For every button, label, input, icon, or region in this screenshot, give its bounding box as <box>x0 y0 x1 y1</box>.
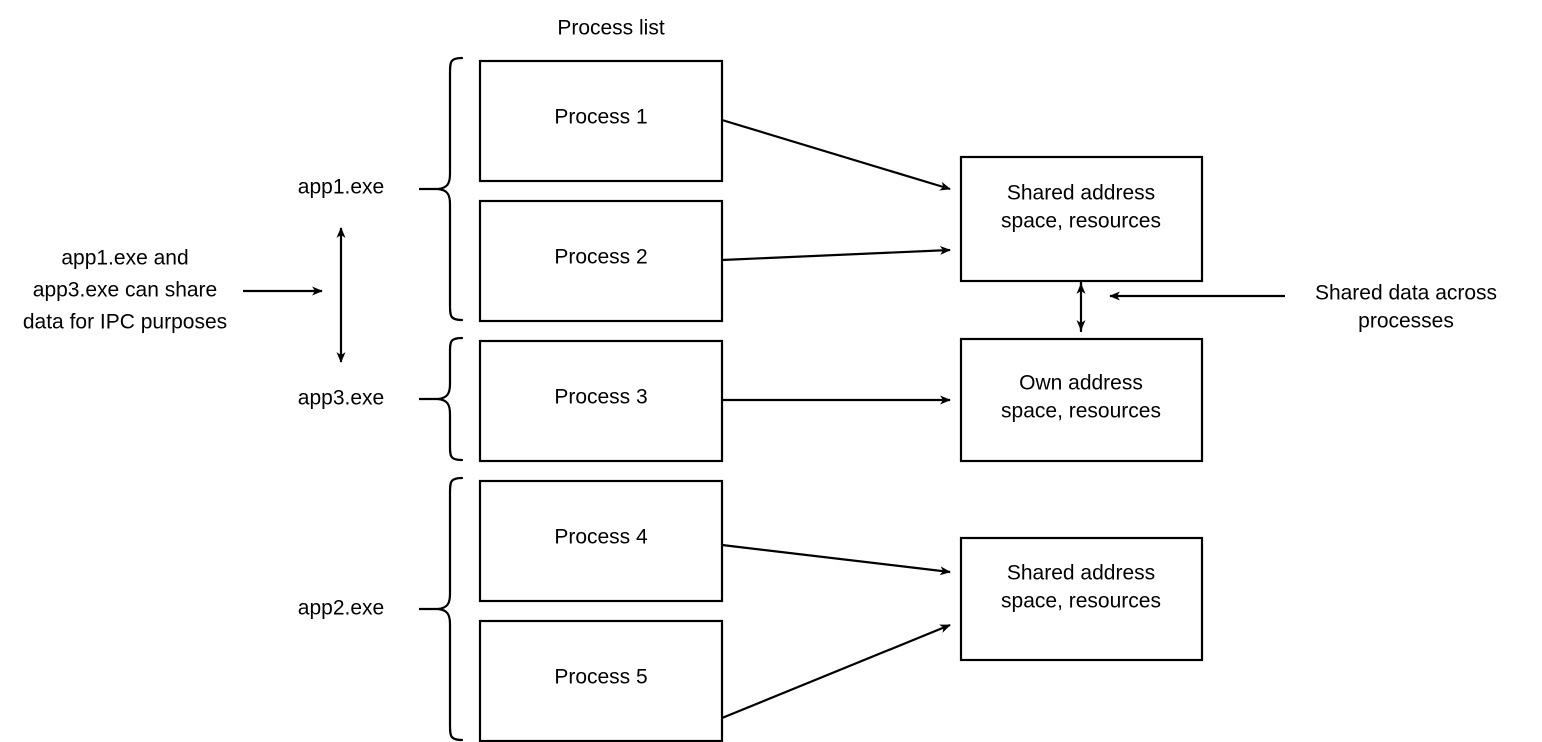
ipc-note-line1: app1.exe and <box>61 247 188 270</box>
process-box-2-rect <box>478 199 724 323</box>
brace-app3 <box>436 336 464 462</box>
process-box-2[interactable]: Process 2 <box>478 199 724 323</box>
memory-box-shared-bottom-line2: space, resources <box>1001 590 1161 613</box>
connector-process4-to-shared-bottom <box>721 543 951 576</box>
ipc-note-line2: app3.exe can share <box>33 279 217 302</box>
memory-box-shared-top-line2: space, resources <box>1001 210 1161 233</box>
connector-process1-to-shared-top <box>721 118 951 191</box>
memory-box-shared-bottom-rect <box>959 536 1204 662</box>
process-box-1[interactable]: Process 1 <box>478 59 724 183</box>
brace-app1 <box>436 56 464 322</box>
process-box-5[interactable]: Process 5 <box>478 619 724 742</box>
process-box-3-label: Process 3 <box>554 386 647 409</box>
shared-data-note-line1: Shared data across <box>1315 282 1497 305</box>
memory-box-shared-bottom-line1: Shared address <box>1007 562 1155 585</box>
memory-box-shared-bottom[interactable]: Shared address space, resources <box>959 536 1204 662</box>
process-box-4-rect <box>478 479 724 603</box>
process-box-3-rect <box>478 339 724 463</box>
memory-box-shared-top-line1: Shared address <box>1007 182 1155 205</box>
memory-box-own-line2: space, resources <box>1001 400 1161 423</box>
memory-box-own-line1: Own address <box>1019 372 1143 395</box>
connector-process2-to-shared-top <box>721 245 951 262</box>
process-list-header: Process list <box>557 17 665 40</box>
app-group-label-app1: app1.exe <box>298 176 384 199</box>
app-group-label-app3: app3.exe <box>298 387 384 410</box>
app-group-label-app2: app2.exe <box>298 597 384 620</box>
connector-process5-to-shared-bottom <box>721 623 951 720</box>
process-box-5-rect <box>478 619 724 742</box>
ipc-note-line3: data for IPC purposes <box>23 311 227 334</box>
process-box-5-label: Process 5 <box>554 666 647 689</box>
process-box-4[interactable]: Process 4 <box>478 479 724 603</box>
memory-box-shared-top[interactable]: Shared address space, resources <box>959 155 1204 283</box>
process-box-4-label: Process 4 <box>554 526 648 549</box>
process-box-2-label: Process 2 <box>554 246 647 269</box>
shared-data-note-line2: processes <box>1358 310 1454 333</box>
memory-box-own[interactable]: Own address space, resources <box>959 337 1204 463</box>
process-box-1-rect <box>478 59 724 183</box>
memory-box-shared-top-rect <box>959 155 1204 283</box>
memory-box-own-rect <box>959 337 1204 463</box>
brace-app2 <box>436 476 464 742</box>
process-box-1-label: Process 1 <box>554 106 647 129</box>
process-box-3[interactable]: Process 3 <box>478 339 724 463</box>
